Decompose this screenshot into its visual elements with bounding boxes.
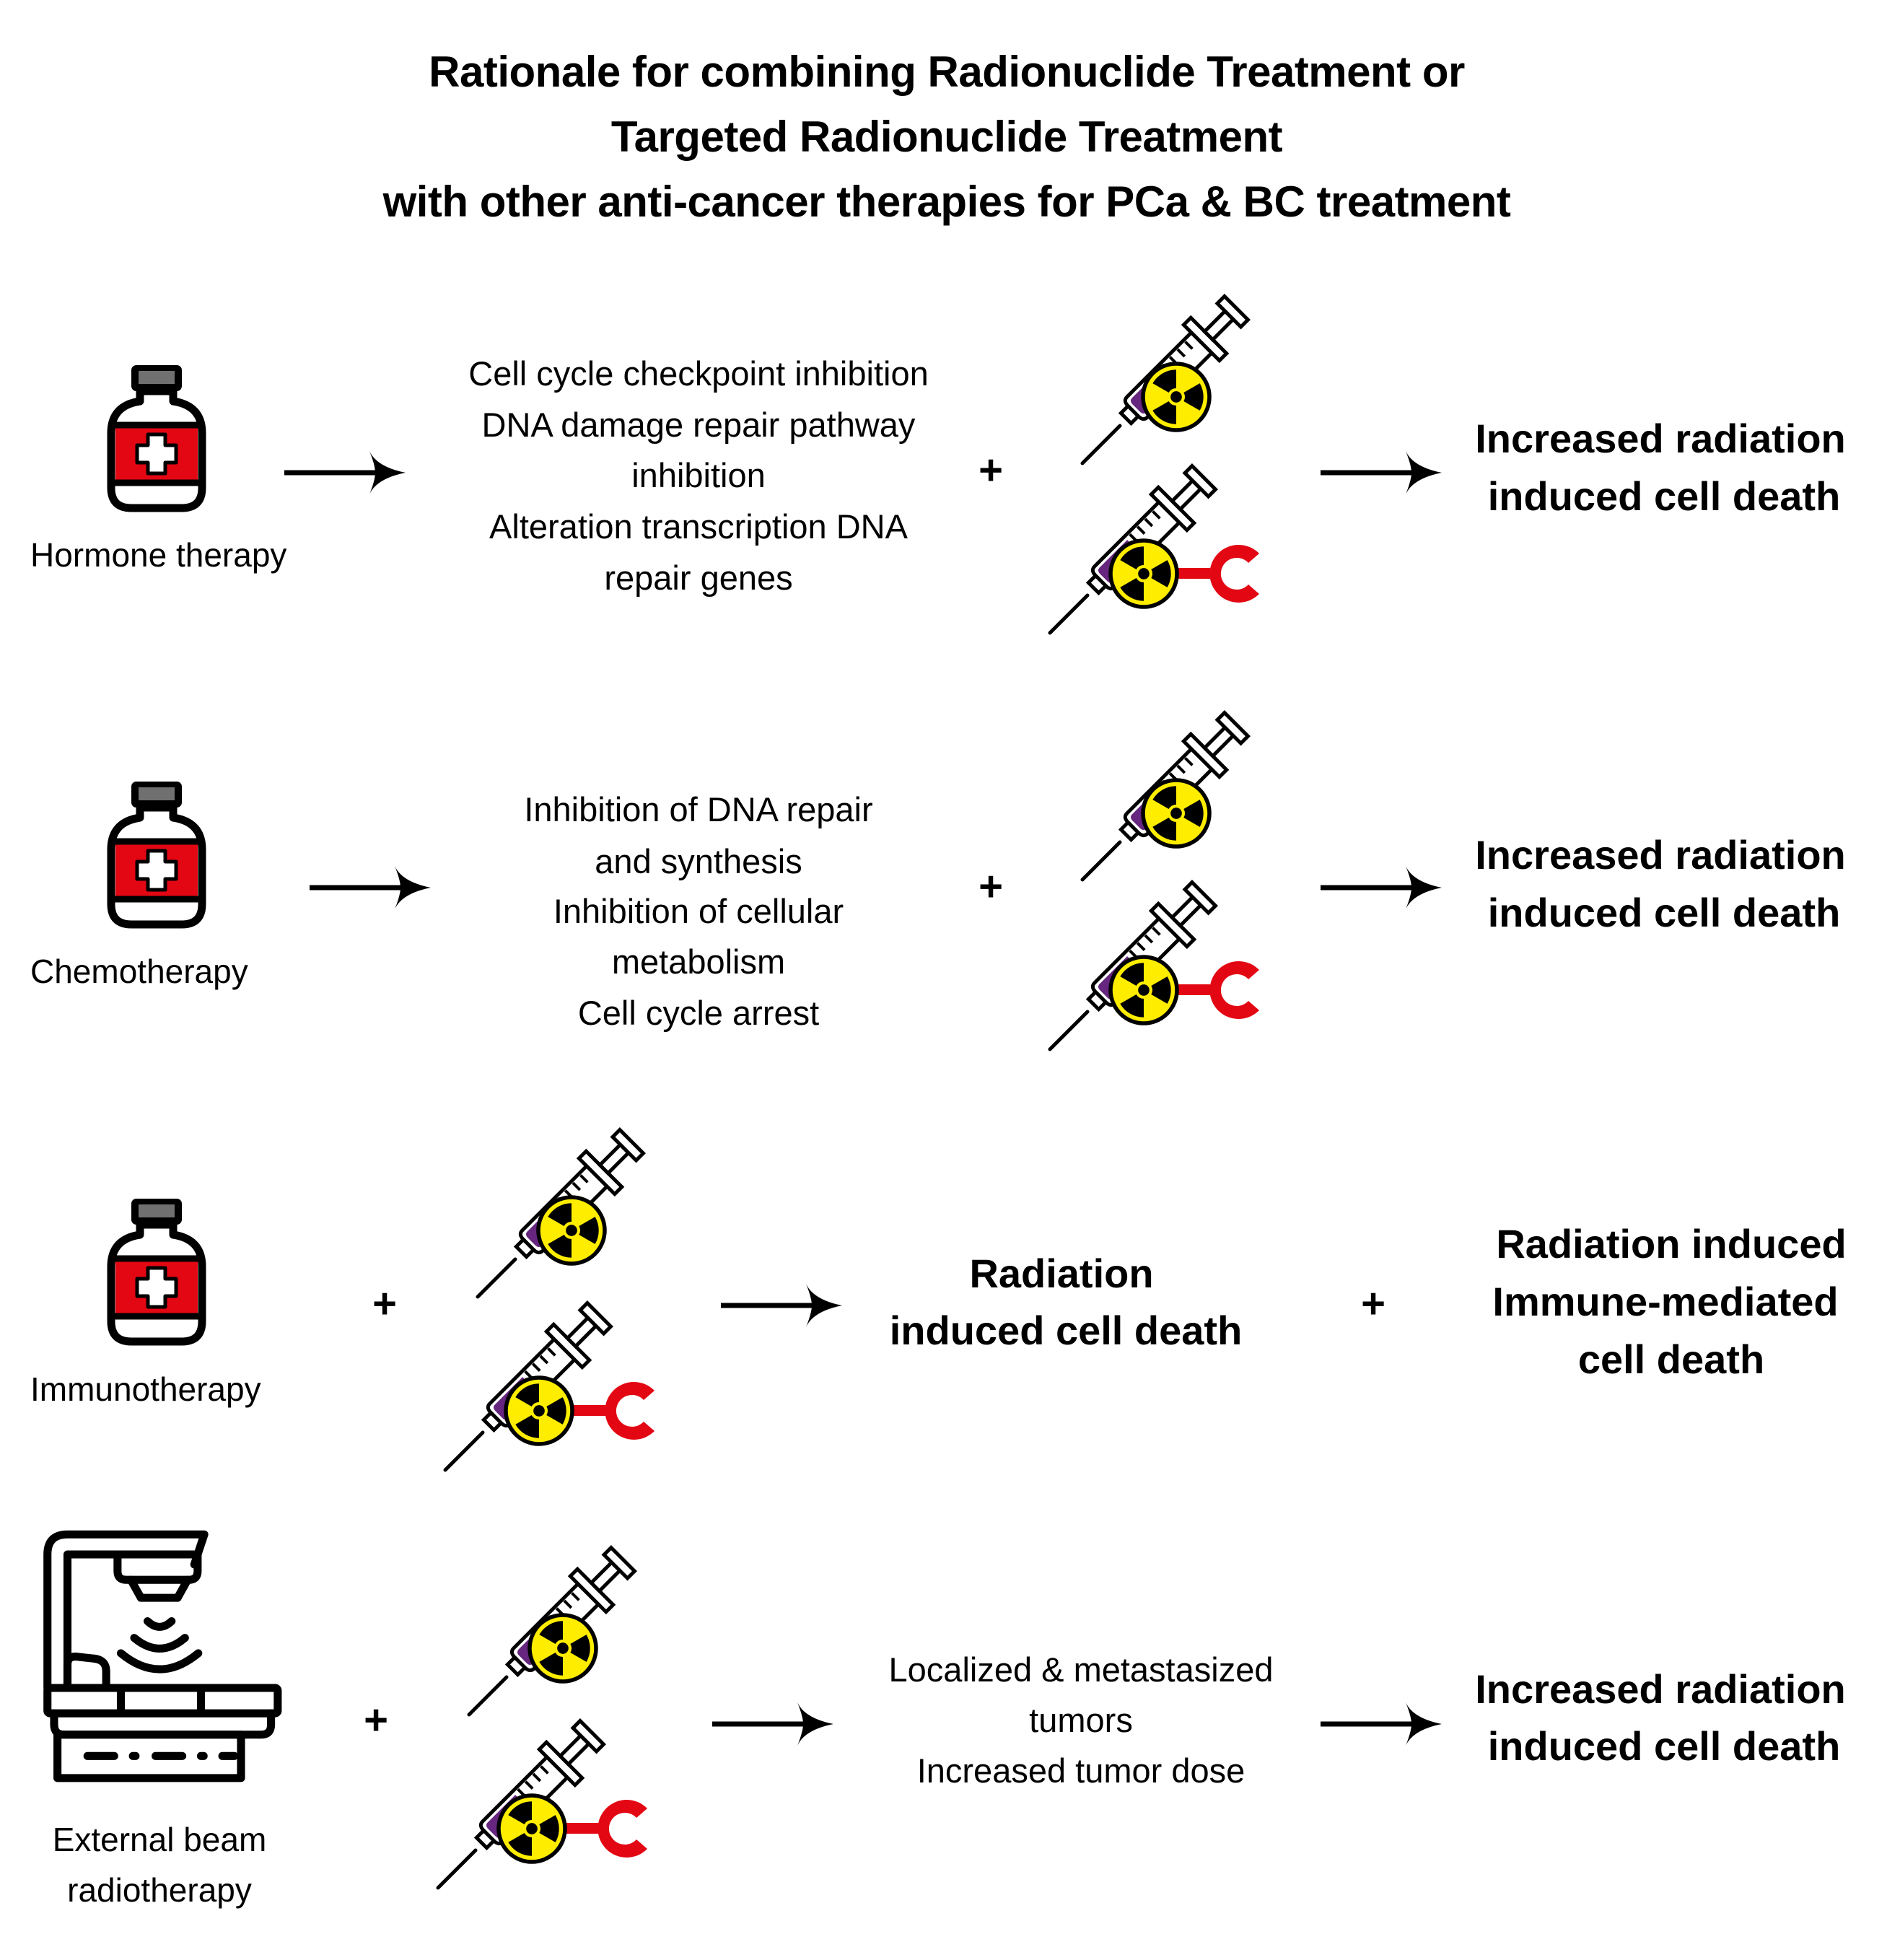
mechanism-line: tumors (1029, 1701, 1133, 1739)
targeted-radioactive-syringe-icon (436, 1718, 647, 1890)
right-arrow-icon (721, 1284, 842, 1327)
plus-sign: + (978, 863, 1003, 910)
targeted-radioactive-syringe-icon (1048, 880, 1259, 1051)
title-line-1: Rationale for combining Radionuclide Tre… (429, 48, 1465, 96)
medicine-bottle-icon (107, 365, 206, 512)
outcome-line: induced cell death (1487, 1723, 1841, 1769)
intermediate-line: induced cell death (889, 1308, 1243, 1353)
medicine-bottle-icon (107, 1199, 206, 1346)
right-arrow-icon (712, 1702, 833, 1746)
mechanism-line: Inhibition of DNA repair (524, 790, 873, 828)
right-arrow-icon (1321, 451, 1442, 494)
mechanism-line: Cell cycle arrest (577, 994, 820, 1032)
targeted-radioactive-syringe-icon (443, 1300, 654, 1472)
title-line-3: with other anti-cancer therapies for PCa… (382, 178, 1511, 226)
mechanism-line: metabolism (611, 942, 786, 981)
outcome-line: Increased radiation (1475, 832, 1846, 878)
outcome-line: cell death (1577, 1336, 1765, 1382)
mechanism-line: and synthesis (595, 842, 802, 880)
right-arrow-icon (1321, 1702, 1442, 1746)
medicine-bottle-icon (107, 782, 206, 929)
radioactive-syringe-icon (1080, 710, 1251, 882)
right-arrow-icon (284, 451, 406, 494)
outcome-line: Increased radiation (1475, 416, 1846, 461)
right-arrow-icon (1321, 866, 1442, 909)
targeted-radioactive-syringe-icon (1048, 463, 1259, 635)
title-line-2: Targeted Radionuclide Treatment (610, 113, 1283, 161)
mechanism-line: Cell cycle checkpoint inhibition (468, 354, 929, 393)
mechanism-line: Localized & metastasized (888, 1650, 1274, 1689)
therapy-label-hormone: Hormone therapy (30, 536, 287, 574)
plus-sign: + (364, 1697, 388, 1744)
plus-sign: + (978, 447, 1003, 494)
mechanism-line: repair genes (604, 559, 793, 597)
mechanism-line: Inhibition of cellular (553, 892, 844, 930)
therapy-label-ebrt-line-2: radiotherapy (67, 1871, 252, 1909)
outcome-line: Increased radiation (1475, 1666, 1846, 1712)
radioactive-syringe-icon (467, 1545, 637, 1717)
mechanism-line: DNA damage repair pathway (481, 406, 916, 444)
linear-accelerator-icon (43, 1530, 282, 1782)
plus-sign: + (372, 1280, 397, 1327)
radioactive-syringe-icon (1080, 294, 1251, 465)
mechanism-line: inhibition (631, 456, 766, 494)
outcome-line: Immune-mediated (1492, 1279, 1839, 1324)
radioactive-syringe-icon (476, 1127, 646, 1299)
mechanism-line: Alteration transcription DNA (489, 507, 908, 546)
outcome-line: induced cell death (1487, 890, 1841, 935)
intermediate-line: Radiation (969, 1251, 1154, 1296)
plus-sign: + (1361, 1280, 1385, 1327)
right-arrow-icon (310, 866, 431, 909)
therapy-label-immuno: Immunotherapy (30, 1370, 261, 1408)
therapy-label-ebrt-line-1: External beam (52, 1821, 267, 1858)
outcome-line: induced cell death (1487, 473, 1841, 519)
outcome-line: Radiation induced (1496, 1221, 1847, 1266)
mechanism-line: Increased tumor dose (916, 1751, 1245, 1790)
therapy-label-chemo: Chemotherapy (30, 953, 248, 990)
